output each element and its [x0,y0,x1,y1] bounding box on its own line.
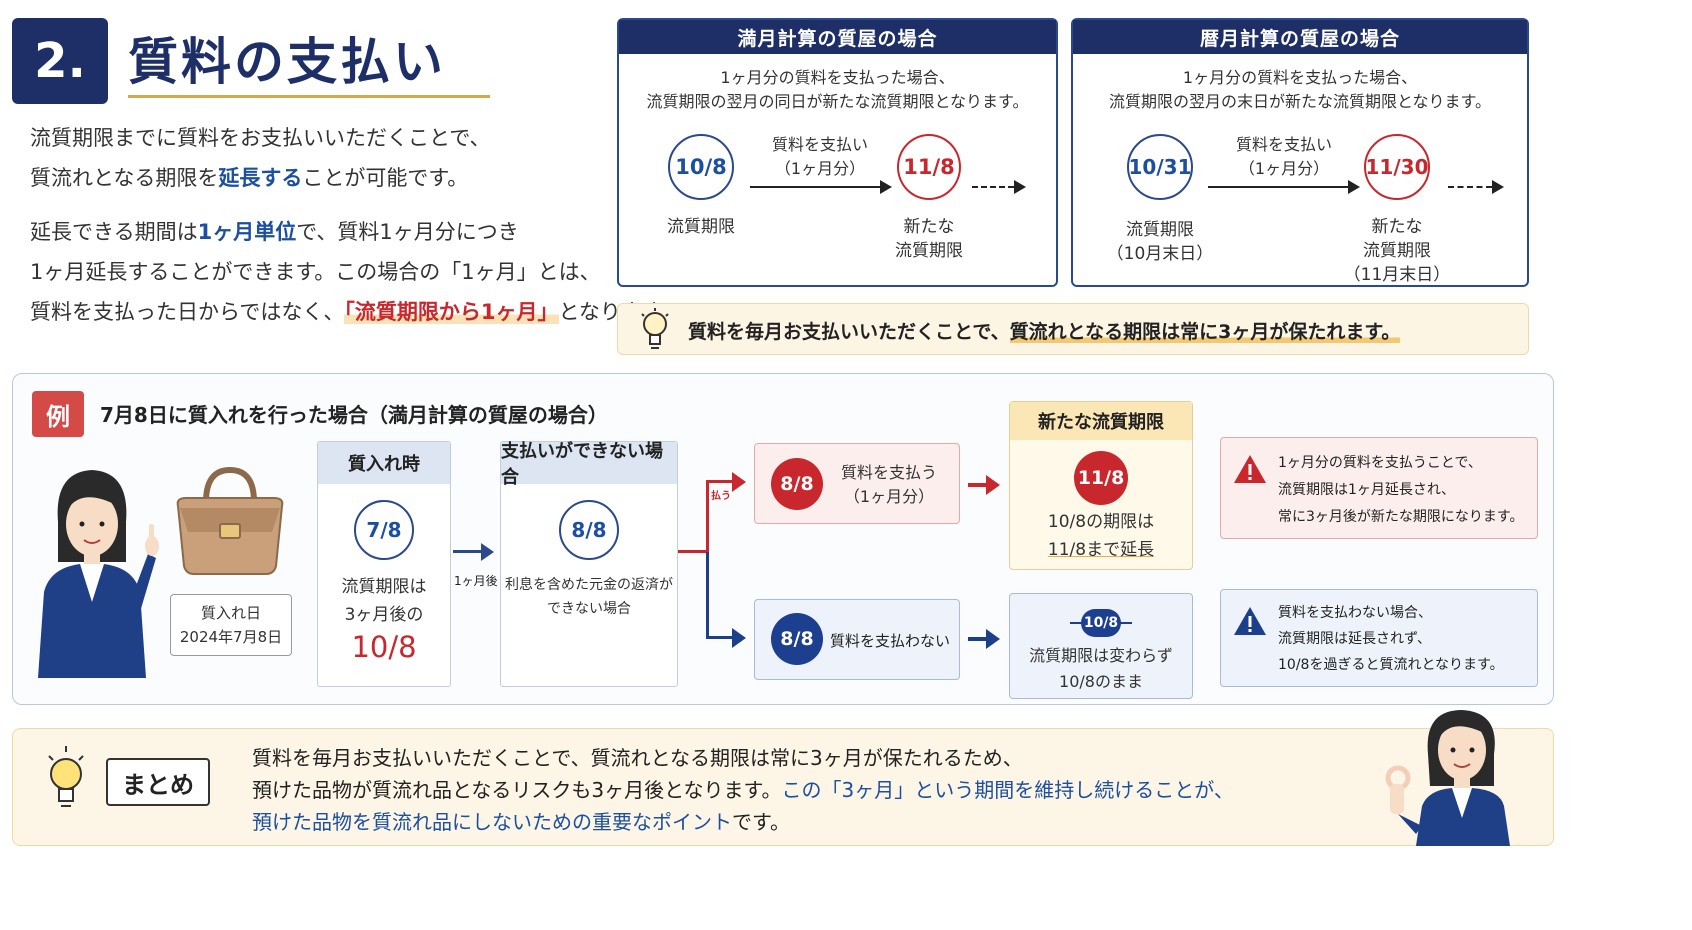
nopay-arrow-head [986,629,1000,649]
pay-text: 質料を支払う （1ヶ月分） [840,463,937,506]
pay-note-text: 1ヶ月分の質料を支払うことで、 流質期限は1ヶ月延長され、 常に3ヶ月後が新たな… [1278,455,1524,525]
intro-line-3: 延長できる期間は1ヶ月単位で、質料1ヶ月分につき [30,220,519,244]
woman-ok-gesture-illustration [1385,710,1510,846]
rekigetsu-to-date: 11/30 [1364,134,1430,200]
rekigetsu-title: 暦月計算の質屋の場合 [1073,20,1527,54]
mangetsu-desc: 1ヶ月分の質料を支払った場合、 流質期限の翌月の同日が新たな流質期限となります。 [646,68,1029,111]
rekigetsu-to-label: 新たな 流質期限 （11月末日） [1343,217,1451,285]
summary-line-2: 預けた品物が質流れ品となるリスクも3ヶ月後となります。この「3ヶ月」という期間を… [252,778,1234,802]
new-deadline-text: 10/8の期限は 11/8まで延長 [1047,512,1155,560]
unchanged-text: 流質期限は変わらず 10/8のまま [1029,646,1173,691]
branch-stem [678,550,708,553]
step-pawn-box: 質入れ時 [317,441,451,687]
handbag-illustration [176,466,284,575]
mangetsu-arrow [750,186,882,188]
mangetsu-arrow-label: 質料を支払い （1ヶ月分） [771,135,868,178]
step-arrow [453,550,483,553]
warning-blue-icon [1234,607,1266,635]
example-badge: 例 [32,391,84,437]
rekigetsu-dashed-arrow [1448,186,1492,188]
mangetsu-from-date: 10/8 [668,134,734,200]
page-title: 質料の支払い [128,33,446,91]
intro-line-4: 1ヶ月延長することができます。この場合の「1ヶ月」とは、 [30,260,601,284]
branch-down-arrow-head [732,628,746,648]
intro-line-2: 質流れとなる期限を延長することが可能です。 [30,166,469,190]
mangetsu-arrow-head [880,180,892,194]
mangetsu-title: 満月計算の質屋の場合 [619,20,1056,54]
title-underline [128,95,490,98]
rekigetsu-arrow-head [1348,180,1360,194]
step1-deadline: 10/8 [351,630,417,664]
lightbulb-icon [48,746,84,807]
unchanged-date: 10/8 [1081,609,1121,637]
rekigetsu-dashed-arrow-head [1492,180,1504,194]
rekigetsu-arrow [1208,186,1350,188]
rekigetsu-from-date: 10/31 [1127,134,1193,200]
intro-line-1: 流質期限までに質料をお支払いいただくことで、 [30,126,491,150]
nopay-text: 質料を支払わない [830,632,951,650]
rekigetsu-arrow-label: 質料を支払い （1ヶ月分） [1235,135,1332,178]
one-month-after-label: 1ヶ月後 [454,574,498,588]
nopay-note-box [1220,589,1538,687]
branch-up-horizontal [706,480,734,483]
branch-down-line [706,552,709,638]
example-title: 7月8日に質入れを行った場合（満月計算の質屋の場合） [100,403,608,427]
mangetsu-to-label: 新たな 流質期限 [895,217,963,261]
pawn-date-box: 質入れ日 2024年7月8日 [170,594,292,656]
warning-red-icon [1234,455,1266,483]
branch-label: 払う [711,491,731,502]
step1-text: 流質期限は 3ヶ月後の [341,577,427,625]
woman-pointing-illustration [38,470,159,678]
mangetsu-dashed-arrow-head [1014,180,1026,194]
mangetsu-from-label: 流質期限 [667,217,735,237]
branch-up-arrow-head [732,472,746,492]
rekigetsu-desc: 1ヶ月分の質料を支払った場合、 流質期限の翌月の末日が新たな流質期限となります。 [1109,68,1491,111]
summary-panel [12,728,1554,846]
summary-line-3: 預けた品物を質流れ品にしないための重要なポイントです。 [252,810,790,834]
step1-date: 7/8 [354,500,414,560]
mangetsu-to-date: 11/8 [897,134,961,200]
step-unable-box: 支払いができない場合 [500,441,678,687]
mangetsu-dashed-arrow [972,186,1014,188]
pay-arrow-head [986,475,1000,495]
new-deadline-date: 11/8 [1074,451,1128,505]
section-number: 2. [12,18,108,104]
nopay-arrow [968,637,988,641]
nopay-date: 8/8 [771,613,823,665]
step-arrow-head [481,543,494,561]
lightbulb-icon [641,308,669,349]
branch-down-horizontal [706,636,734,639]
rekigetsu-from-label: 流質期限 （10月末日） [1106,220,1214,264]
pay-note-box [1220,437,1538,539]
new-deadline-head: 新たな流質期限 [1010,402,1192,440]
summary-line-1: 質料を毎月お支払いいただくことで、質流れとなる期限は常に3ヶ月が保たれるため、 [252,746,1023,770]
branch-up-line [706,480,709,552]
nopay-note-text: 質料を支払わない場合、 流質期限は延長されず、 10/8を過ぎると質流れとなりま… [1278,605,1504,673]
step2-date: 8/8 [559,500,619,560]
pay-date: 8/8 [771,458,823,510]
pay-arrow [968,483,988,487]
tip-text: 質料を毎月お支払いいただくことで、質流れとなる期限は常に3ヶ月が保たれます。 [688,321,1401,343]
summary-badge: まとめ [106,758,210,806]
intro-line-5: 質料を支払った日からではなく、「流質期限から1ヶ月」となります。 [30,300,682,324]
step2-text: 利息を含めた元金の返済が できない場合 [505,577,673,617]
